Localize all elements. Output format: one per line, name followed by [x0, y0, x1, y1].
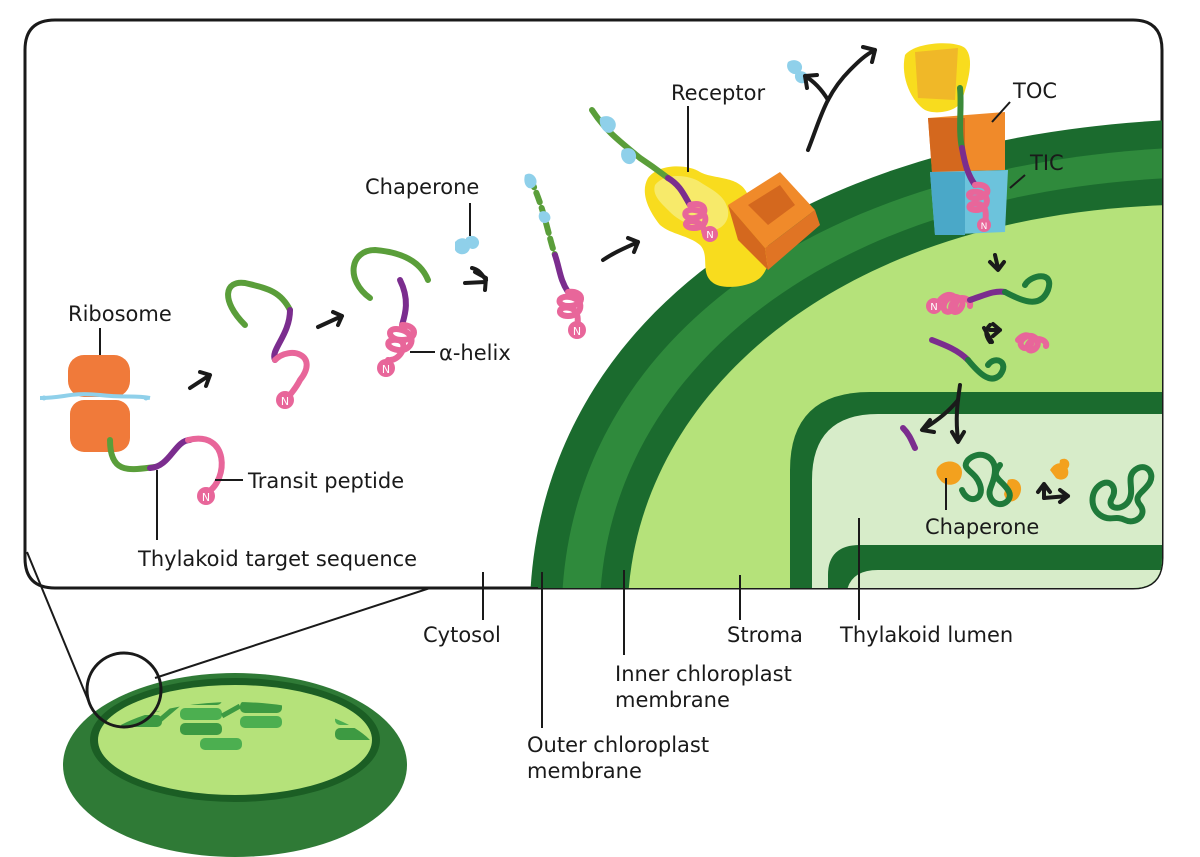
n-terminus-6: [977, 218, 991, 232]
ribosome: [39, 355, 151, 452]
cleaved-transit-peptide: [1015, 332, 1050, 354]
n-label-4: N: [573, 325, 581, 338]
label-cytosol: Cytosol: [423, 623, 501, 647]
label-chaperone-lumen: Chaperone: [925, 515, 1039, 539]
arrow-8-branch: [920, 398, 960, 434]
peptide-4-chaperone-1: [524, 173, 537, 189]
label-alpha-helix: α-helix: [439, 341, 511, 365]
arrow-8: [950, 383, 966, 444]
label-stroma: Stroma: [727, 623, 803, 647]
labels: Ribosome Transit peptide Thylakoid targe…: [68, 79, 1064, 783]
arrow-5: [806, 45, 877, 152]
label-receptor: Receptor: [671, 81, 765, 105]
arrow-7: [982, 323, 994, 344]
receptor-chaperone-1: [599, 116, 616, 133]
released-chaperone-1: [787, 60, 803, 75]
label-outer-membrane-line1: Outer chloroplast: [527, 733, 709, 757]
n-terminus-3: [377, 359, 395, 377]
peptide-2-pink: [272, 349, 310, 398]
peptide-4-purple: [552, 252, 571, 295]
arrow-3-branch: [470, 266, 488, 282]
n-terminus-7: [926, 298, 942, 314]
folding-protein: [959, 451, 1013, 508]
folded-protein: [1089, 464, 1155, 525]
chloroplast-overview: [63, 673, 407, 857]
n-label-1: N: [202, 491, 210, 504]
n-terminus-1: [197, 487, 215, 505]
arrow-1: [188, 370, 212, 390]
stroma-peptide-green: [1002, 273, 1053, 305]
label-tic: TIC: [1029, 151, 1064, 175]
thylakoid-lumen-region: [812, 414, 1162, 588]
arrow-9-up: [1036, 482, 1052, 500]
nascent-peptide-pink: [185, 435, 225, 495]
cleaved-thylakoid-signal: [900, 425, 918, 451]
label-thylakoid-target-sequence: Thylakoid target sequence: [137, 547, 417, 571]
label-outer-membrane-line2: membrane: [527, 759, 642, 783]
arrow-5-branch: [803, 73, 830, 102]
label-toc: TOC: [1012, 79, 1057, 103]
peptide-3-helix: [385, 322, 417, 364]
n-label-6: N: [981, 222, 988, 232]
mid-peptide-green: [965, 357, 1007, 382]
n-label-7: N: [930, 302, 937, 313]
n-label-3: N: [382, 363, 390, 376]
arrow-2: [316, 310, 344, 329]
n-terminus-2: [276, 391, 294, 409]
label-inner-membrane-line1: Inner chloroplast: [615, 662, 792, 686]
toc-peptide-purple: [959, 145, 978, 188]
arrow-6: [988, 253, 1006, 272]
peptide-4-chaperone-2: [538, 211, 551, 224]
receptor-chaperone-2: [621, 148, 637, 165]
peptide-2-green: [225, 279, 293, 328]
n-label-5: N: [706, 230, 713, 241]
lower-thylakoid: [846, 570, 1162, 588]
process-arrows: [188, 45, 1070, 504]
mid-peptide-purple: [929, 337, 971, 363]
peptide-3-green: [350, 247, 431, 301]
arrow-9-right: [1042, 488, 1070, 504]
label-inner-membrane-line2: membrane: [615, 688, 730, 712]
label-ribosome: Ribosome: [68, 302, 172, 326]
label-transit-peptide: Transit peptide: [247, 469, 404, 493]
label-leaders: [99, 101, 1026, 728]
label-chaperone-cytosol: Chaperone: [365, 175, 479, 199]
zoom-connector-left: [26, 551, 89, 701]
arrow-7-branch: [988, 322, 1002, 338]
leader-toc: [991, 101, 1011, 123]
receptor-peptide-helix: [682, 201, 709, 236]
toc-channel-receptor: [728, 172, 820, 270]
cytosol-chaperone: [455, 235, 480, 255]
leader-tic: [1009, 174, 1026, 189]
toc-peptide-green: [957, 85, 965, 151]
stroma-peptide-helix: [937, 291, 974, 315]
released-lumen-chaperone-2: [1059, 458, 1070, 470]
zoom-connector-right: [154, 587, 538, 679]
label-thylakoid-lumen: Thylakoid lumen: [839, 623, 1013, 647]
n-label-2: N: [281, 395, 289, 408]
n-terminus-5: [702, 226, 718, 242]
arrow-4: [601, 236, 640, 262]
n-terminus-4: [568, 321, 586, 339]
peptide-4-helix: [556, 288, 584, 330]
zoom-circle: [85, 651, 163, 729]
toc-peptide-helix: [966, 181, 991, 224]
